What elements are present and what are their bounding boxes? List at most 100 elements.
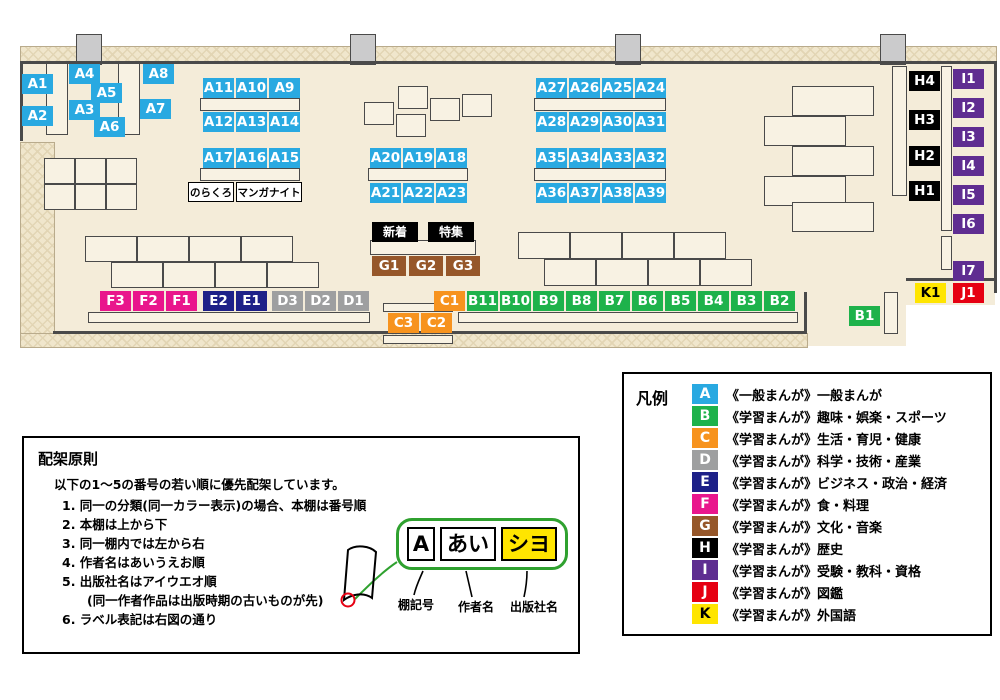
- map-label-B4: B4: [698, 291, 729, 311]
- callout-publisher-name: 出版社名: [510, 600, 559, 614]
- map-label-A13: A13: [236, 112, 267, 132]
- map-label-B2: B2: [764, 291, 795, 311]
- shelf-block: [137, 236, 189, 262]
- map-label-F3: F3: [100, 291, 131, 311]
- shelf-block: [884, 292, 898, 334]
- map-label-I6: I6: [953, 214, 984, 234]
- shelf-block: [941, 66, 952, 231]
- legend-label: 《一般まんが》一般まんが: [726, 388, 883, 404]
- shelf-block: [534, 98, 666, 111]
- map-label-A37: A37: [569, 183, 600, 203]
- shelf-block: [764, 116, 846, 146]
- shelf-block: [383, 335, 453, 344]
- rules-item: (同一作者作品は出版時期の古いものが先): [62, 593, 324, 608]
- map-label-D3: D3: [272, 291, 303, 311]
- shelf-block: [44, 184, 75, 210]
- map-label-I1: I1: [953, 69, 984, 89]
- rules-item: 3. 同一棚内では左から右: [62, 536, 205, 551]
- shelf-block: [88, 312, 370, 323]
- shelf-block: [398, 86, 428, 109]
- shelf-block: [792, 86, 874, 116]
- map-label-B3: B3: [731, 291, 762, 311]
- shelf-block: [111, 262, 163, 288]
- map-label-のらくろ: のらくろ: [188, 182, 234, 202]
- rules-item: 4. 作者名はあいうえお順: [62, 555, 205, 570]
- map-label-A8: A8: [143, 64, 174, 84]
- map-label-A36: A36: [536, 183, 567, 203]
- shelf-block: [44, 158, 75, 184]
- map-label-C3: C3: [388, 313, 419, 333]
- legend-color-swatch-D: D: [692, 450, 718, 470]
- legend-row-H: H 《学習まんが》歴史: [692, 538, 978, 558]
- map-label-F1: F1: [166, 291, 197, 311]
- map-label-A7: A7: [140, 99, 171, 119]
- rules-item: 1. 同一の分類(同一カラー表示)の場合、本棚は番号順: [62, 498, 367, 513]
- hatched-area: [20, 46, 997, 64]
- map-label-A4: A4: [69, 64, 100, 84]
- map-label-A38: A38: [602, 183, 633, 203]
- pillar: [615, 34, 641, 65]
- map-label-A10: A10: [236, 78, 267, 98]
- map-label-G2: G2: [409, 256, 443, 276]
- map-label-A9: A9: [269, 78, 300, 98]
- map-label-A14: A14: [269, 112, 300, 132]
- shelf-block: [622, 232, 674, 259]
- legend-color-swatch-I: I: [692, 560, 718, 580]
- map-label-C2: C2: [421, 313, 452, 333]
- shelf-block: [792, 146, 874, 176]
- map-label-A18: A18: [436, 148, 467, 168]
- shelf-block: [570, 232, 622, 259]
- legend-label: 《学習まんが》趣味・娯楽・スポーツ: [726, 410, 947, 426]
- shelf-block: [364, 102, 394, 125]
- legend-label: 《学習まんが》図鑑: [726, 586, 844, 602]
- shelf-block: [518, 232, 570, 259]
- shelf-block: [596, 259, 648, 286]
- map-label-A24: A24: [635, 78, 666, 98]
- map-label-K1: K1: [915, 283, 946, 303]
- wall: [994, 61, 997, 293]
- shelf-block: [267, 262, 319, 288]
- legend-color-swatch-G: G: [692, 516, 718, 536]
- map-label-G3: G3: [446, 256, 480, 276]
- label-sample: A あい シヨ: [396, 518, 568, 570]
- legend-label: 《学習まんが》科学・技術・産業: [726, 454, 922, 470]
- legend-color-swatch-K: K: [692, 604, 718, 624]
- shelf-block: [892, 66, 907, 196]
- shelf-block: [106, 158, 137, 184]
- map-label-A15: A15: [269, 148, 300, 168]
- legend-color-swatch-J: J: [692, 582, 718, 602]
- rules-item: 2. 本棚は上から下: [62, 517, 168, 532]
- legend-row-B: B 《学習まんが》趣味・娯楽・スポーツ: [692, 406, 978, 426]
- legend-color-swatch-H: H: [692, 538, 718, 558]
- legend-row-D: D 《学習まんが》科学・技術・産業: [692, 450, 978, 470]
- pillar: [350, 34, 376, 65]
- map-label-A2: A2: [22, 106, 53, 126]
- shelf-code-box: A: [407, 527, 435, 561]
- map-label-A25: A25: [602, 78, 633, 98]
- map-label-B10: B10: [500, 291, 531, 311]
- map-label-B5: B5: [665, 291, 696, 311]
- map-label-A6: A6: [94, 117, 125, 137]
- shelf-block: [648, 259, 700, 286]
- legend-color-swatch-B: B: [692, 406, 718, 426]
- legend-color-swatch-E: E: [692, 472, 718, 492]
- legend-row-K: K《学習まんが》外国語: [692, 604, 978, 624]
- map-label-A30: A30: [602, 112, 633, 132]
- map-label-B6: B6: [632, 291, 663, 311]
- map-label-A23: A23: [436, 183, 467, 203]
- rules-intro: 以下の1〜5の番号の若い順に優先配架しています。: [54, 477, 345, 492]
- legend-label: 《学習まんが》受験・教科・資格: [726, 564, 922, 580]
- shelf-block: [163, 262, 215, 288]
- rules-item: 6. ラベル表記は右図の通り: [62, 612, 218, 627]
- shelf-block: [941, 236, 952, 270]
- shelf-block: [700, 259, 752, 286]
- map-label-H1: H1: [909, 181, 940, 201]
- shelf-block: [370, 240, 476, 255]
- legend-label: 《学習まんが》歴史: [726, 542, 844, 558]
- shelf-block: [462, 94, 492, 117]
- map-label-D2: D2: [305, 291, 336, 311]
- map-label-J1: J1: [953, 283, 984, 303]
- map-label-A16: A16: [236, 148, 267, 168]
